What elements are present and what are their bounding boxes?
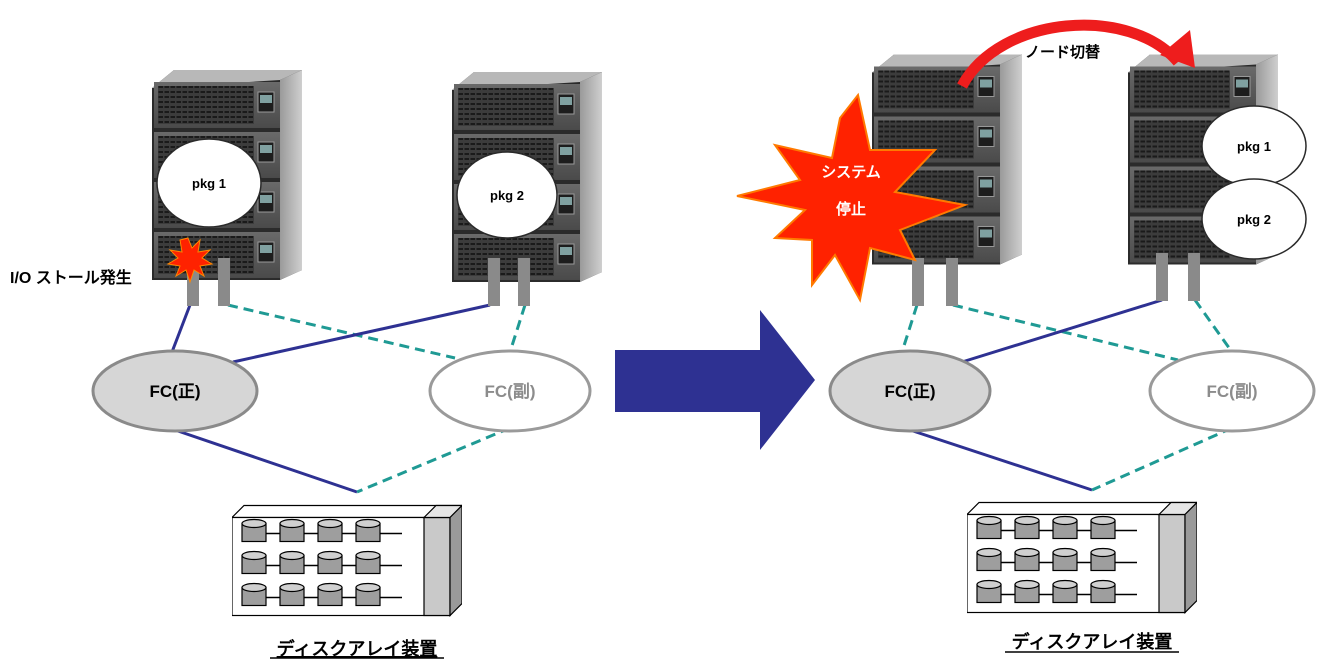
right-port-icon <box>1188 253 1200 301</box>
left-cable-primary-node2 <box>232 303 491 364</box>
right-pkg2-label: pkg 2 <box>1237 212 1271 227</box>
system-stop-label-line1: システム <box>821 164 881 181</box>
transition-arrow-icon <box>615 310 815 450</box>
left-pkg2-oval <box>456 151 558 239</box>
left-cable-primary-node1 <box>170 304 192 353</box>
left-port-icon <box>488 258 500 306</box>
right-fc-primary-node <box>828 349 992 433</box>
right-disk-array-label: ディスクアレイ装置 <box>1012 631 1173 652</box>
left-cable-secondary-disk <box>356 426 511 494</box>
left-scenario: pkg 1 pkg 2 I/O ストール発生 FC(正) FC(副) ディスクア… <box>10 70 602 659</box>
right-port-icon <box>912 258 924 306</box>
right-pkg2-oval <box>1201 178 1307 260</box>
right-cable-primary-node2 <box>961 298 1163 364</box>
right-cable-secondary-node2 <box>1193 299 1234 353</box>
left-pkg2-label: pkg 2 <box>490 188 524 203</box>
right-disk-array-icon <box>967 503 1197 613</box>
left-pkg1-label: pkg 1 <box>192 176 226 191</box>
right-fc-secondary-node <box>1148 349 1316 433</box>
left-disk-array-label: ディスクアレイ装置 <box>277 638 438 659</box>
left-disk-array-icon <box>232 506 462 616</box>
left-port-icon <box>518 258 530 306</box>
right-scenario: システム 停止 ノード切替 pkg 1 pkg 2 FC(正) FC(副) ディ… <box>736 19 1316 653</box>
right-fc-secondary-label: FC(副) <box>1207 382 1258 401</box>
left-fc-primary-node <box>91 349 259 433</box>
left-pkg1-oval <box>156 138 262 228</box>
left-cable-secondary-node2 <box>508 304 527 353</box>
left-cable-secondary-node1 <box>227 303 456 360</box>
right-fc-primary-label: FC(正) <box>885 382 936 401</box>
left-fc-secondary-node <box>428 349 592 433</box>
left-cable-primary-disk <box>174 428 358 494</box>
left-port-icon <box>218 258 230 306</box>
left-fc-secondary-label: FC(副) <box>485 382 536 401</box>
right-port-icon <box>946 258 958 306</box>
node-switch-label: ノード切替 <box>1025 43 1101 61</box>
right-cable-primary-disk <box>909 428 1093 492</box>
left-explosion-icon <box>166 237 214 284</box>
system-stop-explosion-icon <box>736 92 969 303</box>
right-cable-secondary-node1 <box>900 304 919 353</box>
left-io-stall-label: I/O ストール発生 <box>10 268 132 287</box>
left-fc-primary-label: FC(正) <box>150 382 201 401</box>
node-switch-arrow-icon <box>957 19 1183 89</box>
right-cable-secondary-disk <box>1091 426 1233 492</box>
system-stop-label-line2: 停止 <box>836 200 866 218</box>
node-switch-arrowhead-icon <box>1160 30 1195 68</box>
right-cable-secondary-node1b <box>952 303 1179 362</box>
right-port-icon <box>1156 253 1168 301</box>
right-pkg1-label: pkg 1 <box>1237 139 1271 154</box>
